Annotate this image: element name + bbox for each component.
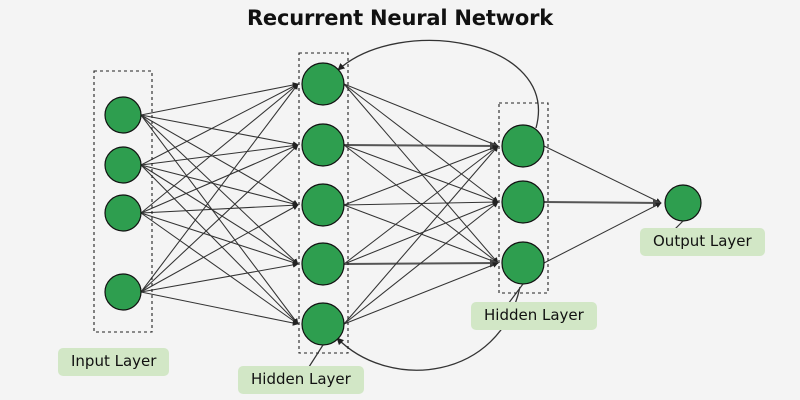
edge bbox=[343, 145, 499, 325]
label-leader-lines bbox=[306, 220, 684, 371]
neuron-node bbox=[301, 302, 345, 346]
edge bbox=[343, 141, 499, 151]
edge bbox=[140, 142, 299, 166]
layer-label-hidden1: Hidden Layer bbox=[238, 366, 364, 395]
layer-label-hidden2: Hidden Layer bbox=[471, 302, 597, 331]
edge bbox=[140, 82, 299, 116]
edge bbox=[140, 83, 299, 293]
edges-input-to-hidden1 bbox=[140, 82, 299, 326]
edge bbox=[140, 164, 299, 207]
nodes bbox=[104, 62, 702, 346]
edge bbox=[343, 201, 499, 265]
edge bbox=[543, 202, 662, 264]
leader-line-hidden1 bbox=[306, 344, 324, 371]
neuron-node bbox=[501, 241, 545, 285]
neuron-node bbox=[301, 242, 345, 286]
layer-label-input: Input Layer bbox=[58, 348, 170, 377]
edge bbox=[343, 83, 499, 203]
edge bbox=[343, 262, 499, 325]
edge bbox=[543, 198, 662, 208]
neuron-node bbox=[301, 183, 345, 227]
neuron-node bbox=[301, 62, 345, 106]
edge bbox=[140, 83, 299, 214]
edge bbox=[140, 204, 299, 293]
edge bbox=[140, 291, 299, 326]
neuron-node bbox=[104, 96, 142, 134]
recurrent-arc-top bbox=[337, 39, 539, 129]
layer-boxes bbox=[93, 52, 549, 354]
edge bbox=[343, 199, 499, 206]
edge bbox=[343, 145, 499, 206]
neuron-node bbox=[501, 180, 545, 224]
edge bbox=[140, 114, 299, 206]
edge bbox=[140, 114, 299, 147]
edge bbox=[140, 212, 299, 266]
neuron-node bbox=[301, 123, 345, 167]
edge bbox=[140, 114, 299, 265]
edge bbox=[543, 145, 662, 204]
edge bbox=[343, 204, 499, 264]
neuron-node bbox=[104, 146, 142, 184]
edge bbox=[343, 145, 499, 265]
edge bbox=[140, 144, 299, 293]
neuron-node bbox=[104, 273, 142, 311]
edge bbox=[140, 83, 299, 166]
edge bbox=[343, 201, 499, 325]
edge bbox=[140, 212, 299, 325]
layer-boundary-0 bbox=[93, 70, 153, 333]
edge bbox=[140, 164, 299, 265]
edge bbox=[343, 144, 499, 203]
edges-hidden1-to-hidden2 bbox=[343, 83, 499, 325]
neuron-node bbox=[501, 124, 545, 168]
edges-hidden2-to-output bbox=[543, 145, 662, 264]
layer-boundary-1 bbox=[298, 52, 349, 354]
edge bbox=[140, 114, 299, 325]
edge bbox=[343, 83, 499, 147]
edge bbox=[140, 202, 299, 214]
page-title: Recurrent Neural Network bbox=[246, 6, 554, 30]
layer-label-output: Output Layer bbox=[640, 228, 765, 257]
neuron-node bbox=[664, 184, 702, 222]
edge bbox=[140, 144, 299, 214]
neuron-node bbox=[104, 194, 142, 232]
layer-boundary-2 bbox=[498, 102, 549, 294]
edge bbox=[140, 262, 299, 293]
